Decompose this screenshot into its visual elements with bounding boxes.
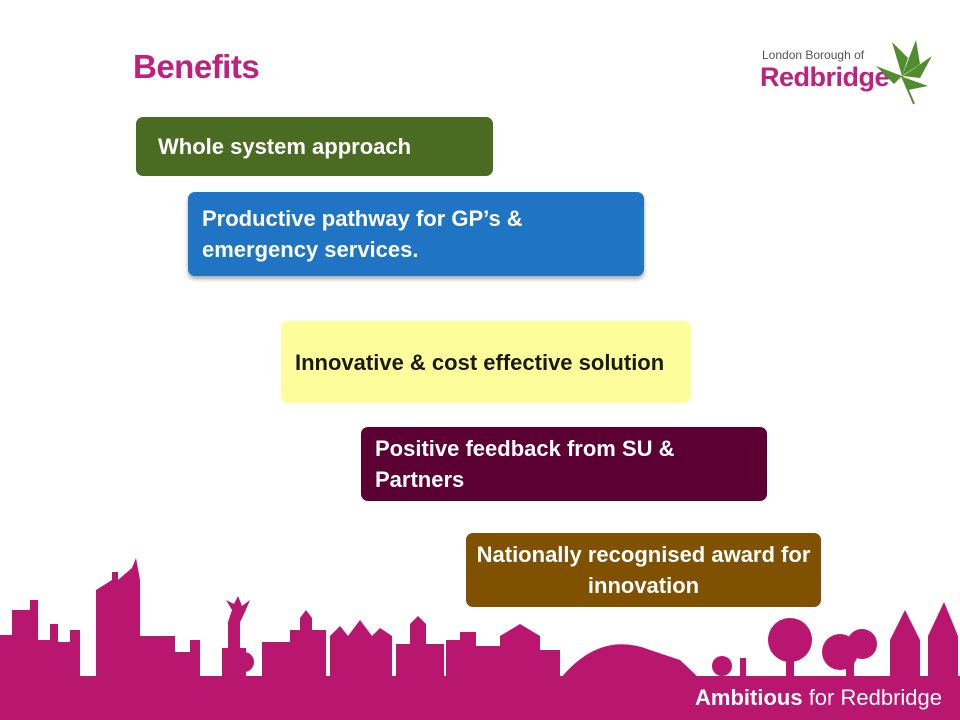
benefit-box-innovative: Innovative & cost effective solution [281, 321, 691, 403]
redbridge-logo: London Borough of Redbridge [760, 38, 935, 106]
logo-subtitle: London Borough of [762, 48, 865, 62]
footer-bar: Ambitious for Redbridge [0, 679, 960, 720]
footer-slogan-bold: Ambitious [695, 685, 803, 710]
slide-title: Benefits [133, 48, 260, 85]
footer-slogan-rest: for Redbridge [802, 685, 942, 710]
benefit-box-positive-feedback: Positive feedback from SU & Partners [361, 427, 767, 501]
leaf-icon [876, 40, 932, 105]
footer-slogan: Ambitious for Redbridge [695, 685, 942, 711]
logo-name: Redbridge [760, 62, 890, 92]
benefit-box-productive-pathway: Productive pathway for GP’s & emergency … [188, 192, 644, 276]
benefit-box-national-award: Nationally recognised award for innovati… [466, 533, 821, 607]
benefit-box-whole-system: Whole system approach [136, 117, 493, 176]
city-skyline-illustration [0, 558, 960, 680]
